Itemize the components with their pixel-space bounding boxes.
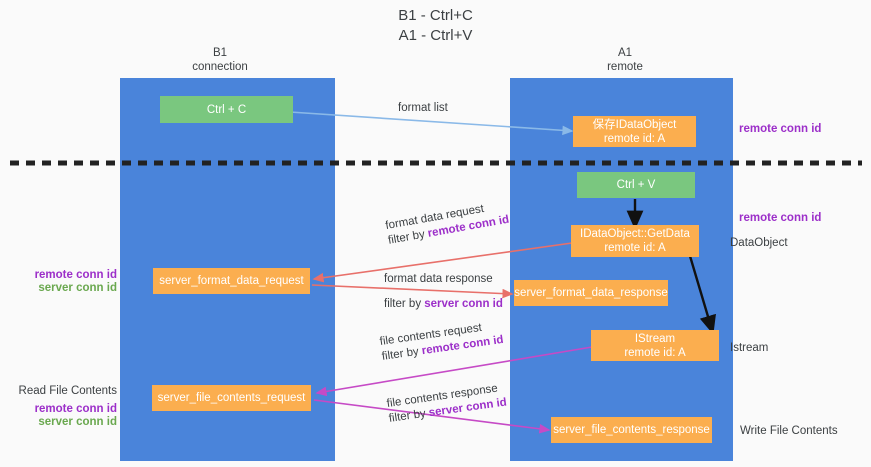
box-idataobject-getdata-line1: IDataObject::GetData: [580, 228, 690, 240]
box-istream-line2: remote id: A: [624, 346, 686, 359]
annotation-left-server-conn-id-mid: server conn id: [38, 282, 117, 294]
box-server-format-data-response[interactable]: server_format_data_response: [514, 280, 668, 306]
annotation-write-file-contents: Write File Contents: [740, 425, 838, 437]
edge-label-format-data-response-filter: filter by server conn id: [384, 297, 503, 312]
box-idataobject-getdata[interactable]: IDataObject::GetData remote id: A: [571, 225, 699, 257]
box-save-idataobject[interactable]: 保存IDataObject remote id: A: [573, 116, 696, 147]
box-ctrl-v[interactable]: Ctrl + V: [577, 172, 695, 198]
edge-label-format-data-response: format data response: [384, 273, 493, 285]
edge-label-file-contents-request-group: file contents request filter by remote c…: [379, 318, 505, 365]
title-line-1: B1 - Ctrl+C: [398, 7, 473, 24]
box-server-file-contents-request-label: server_file_contents_request: [157, 392, 306, 404]
column-header-a1-name: A1: [617, 47, 633, 59]
filter-prefix: filter by: [388, 407, 430, 425]
column-header-b1: B1 connection: [140, 46, 300, 74]
box-istream[interactable]: IStream remote id: A: [591, 330, 719, 361]
box-ctrl-c-label: Ctrl + C: [206, 103, 247, 116]
box-server-format-data-response-label: server_format_data_response: [514, 287, 668, 299]
edge-label-format-data-response-group: format data response filter by server co…: [384, 272, 503, 312]
box-server-format-data-request-label: server_format_data_request: [159, 275, 304, 287]
annotation-remote-conn-id-top: remote conn id: [739, 123, 822, 135]
edge-label-file-contents-response-group: file contents response filter by server …: [386, 381, 508, 427]
annotation-read-file-contents: Read File Contents: [18, 385, 117, 397]
title-line-2: A1 - Ctrl+V: [398, 27, 473, 44]
column-header-a1-sub: remote: [607, 61, 643, 73]
box-server-format-data-request[interactable]: server_format_data_request: [153, 268, 310, 294]
filter-prefix: filter by: [384, 298, 425, 310]
annotation-left-remote-conn-id-bottom: remote conn id: [34, 403, 117, 415]
box-istream-line1: IStream: [634, 332, 676, 345]
column-header-b1-name: B1: [212, 47, 228, 59]
column-header-a1: A1 remote: [545, 46, 705, 74]
box-save-idataobject-line1: 保存IDataObject: [592, 118, 677, 131]
annotation-istream: Istream: [730, 342, 769, 354]
box-save-idataobject-line2: remote id: A: [603, 132, 666, 145]
column-header-b1-sub: connection: [192, 61, 248, 73]
box-ctrl-v-label: Ctrl + V: [616, 179, 656, 191]
annotation-remote-conn-id-mid: remote conn id: [739, 212, 822, 224]
box-idataobject-getdata-line2: remote id: A: [604, 242, 666, 254]
filter-prefix: filter by: [381, 345, 423, 363]
box-ctrl-c[interactable]: Ctrl + C: [160, 96, 293, 123]
diagram-title: B1 - Ctrl+C A1 - Ctrl+V: [0, 6, 871, 46]
box-server-file-contents-response[interactable]: server_file_contents_response: [551, 417, 712, 443]
edge-label-format-list: format list: [398, 102, 448, 114]
edge-label-format-data-request-group: format data request filter by remote con…: [384, 198, 511, 249]
annotation-left-server-conn-id-bottom: server conn id: [38, 416, 117, 428]
box-server-file-contents-response-label: server_file_contents_response: [553, 424, 710, 436]
filter-key-server-conn-id: server conn id: [424, 298, 503, 310]
annotation-dataobject: DataObject: [730, 237, 788, 249]
annotation-left-remote-conn-id-mid: remote conn id: [34, 269, 117, 281]
box-server-file-contents-request[interactable]: server_file_contents_request: [152, 385, 311, 411]
